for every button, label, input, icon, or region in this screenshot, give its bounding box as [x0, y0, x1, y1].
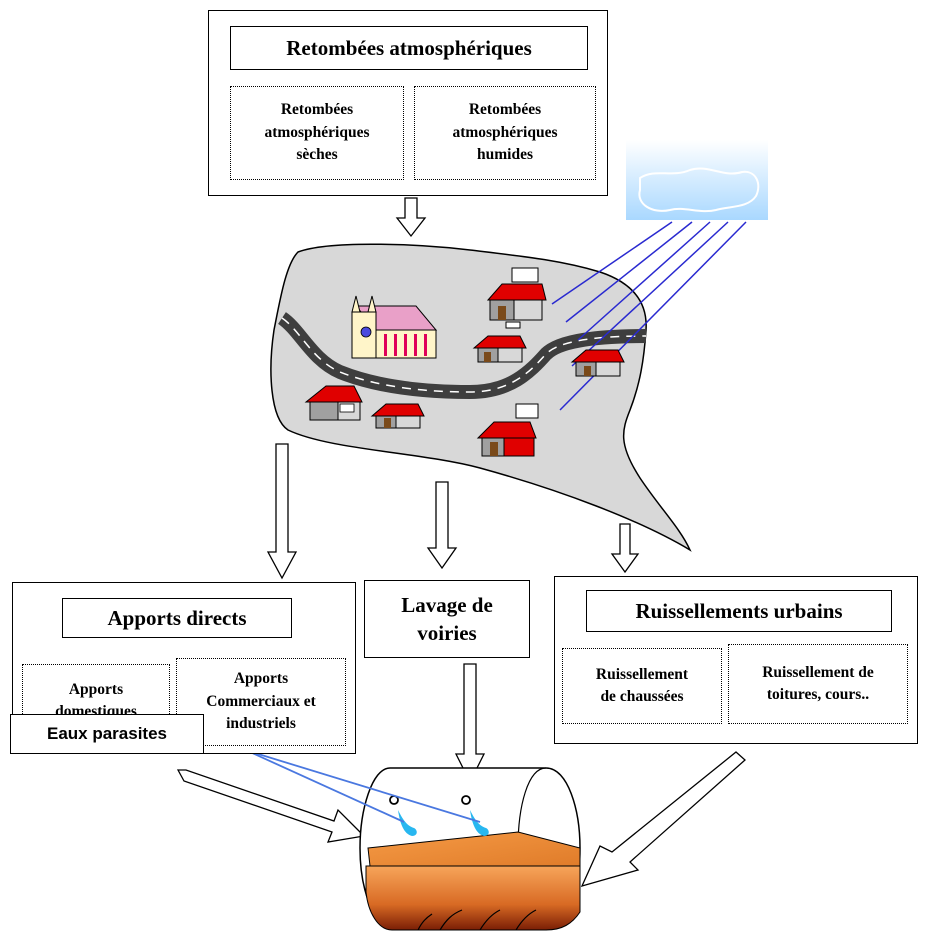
rain-cloud-icon	[626, 140, 768, 220]
road-runoff-box: Ruissellement de chaussées	[562, 648, 722, 724]
house-icon	[370, 403, 425, 429]
diagonal-arrow-icon	[176, 769, 366, 843]
church-icon	[351, 295, 438, 359]
road-washing-title: Lavage de voiries	[401, 592, 493, 645]
down-arrow-icon	[395, 197, 427, 238]
house-icon	[486, 267, 547, 329]
down-arrow-icon	[610, 523, 640, 574]
road-washing-panel	[364, 580, 530, 658]
house-icon	[570, 349, 625, 377]
water-drop-icon	[461, 795, 489, 836]
atmospheric-title: Retombées atmosphériques	[230, 26, 588, 70]
urban-runoff-title: Ruissellements urbains	[586, 590, 892, 632]
down-arrow-icon	[266, 443, 298, 580]
road-icon	[277, 312, 647, 400]
direct-inputs-title: Apports directs	[62, 598, 292, 638]
roof-runoff-box: Ruissellement de toitures, cours..	[728, 644, 908, 724]
sewer-pipe-icon	[359, 767, 581, 931]
parasitic-water-box: Eaux parasites	[10, 714, 204, 754]
commercial-inputs-box: Apports Commerciaux et industriels	[176, 658, 346, 746]
house-icon	[476, 403, 539, 457]
dry-fallout-box: Retombées atmosphériques sèches	[230, 86, 404, 180]
down-arrow-icon	[426, 481, 458, 570]
rain-lines	[551, 221, 747, 411]
down-arrow-icon	[454, 663, 486, 784]
diagonal-arrow-icon	[580, 751, 746, 888]
wet-fallout-box: Retombées atmosphériques humides	[414, 86, 596, 180]
house-icon	[472, 335, 527, 363]
house-icon	[304, 385, 363, 421]
